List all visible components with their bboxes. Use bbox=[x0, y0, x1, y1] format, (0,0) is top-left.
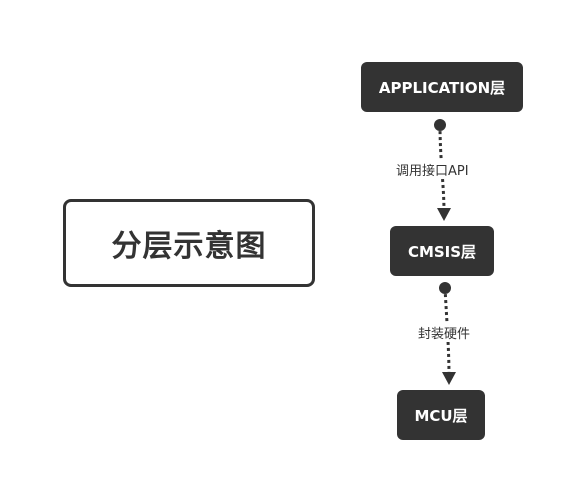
edge-app-to-cmsis bbox=[434, 119, 451, 221]
node-label: CMSIS层 bbox=[407, 242, 477, 261]
edge-label-app-to-cmsis: 调用接口API bbox=[394, 160, 471, 179]
diagram-title-box: 分层示意图 bbox=[63, 199, 315, 287]
node-mcu-layer[interactable]: MCU层 bbox=[397, 390, 485, 440]
diagram-title: 分层示意图 bbox=[111, 229, 267, 264]
edge-label-cmsis-to-mcu: 封装硬件 bbox=[416, 323, 473, 342]
arrow-head-icon bbox=[442, 372, 456, 385]
node-application-layer[interactable]: APPLICATION层 bbox=[361, 62, 523, 112]
arrow-head-icon bbox=[437, 208, 451, 221]
node-label: APPLICATION层 bbox=[378, 78, 506, 97]
node-cmsis-layer[interactable]: CMSIS层 bbox=[390, 226, 494, 276]
edge-line bbox=[438, 124, 446, 213]
node-label: MCU层 bbox=[414, 406, 468, 425]
